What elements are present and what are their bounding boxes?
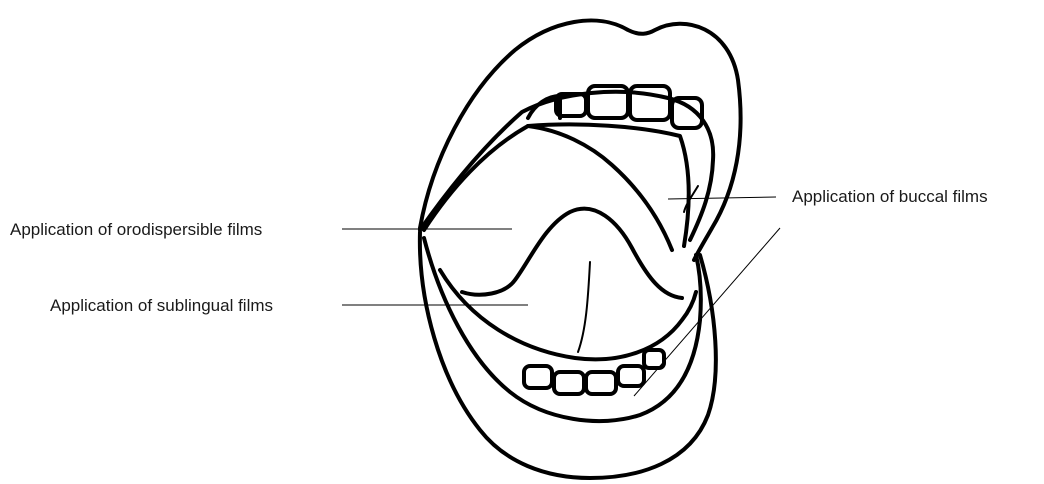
label-orodispersible-films: Application of orodispersible films xyxy=(10,220,262,240)
leader-buccal-diagonal xyxy=(634,228,780,396)
label-buccal-films: Application of buccal films xyxy=(792,187,988,207)
upper-lip xyxy=(420,20,741,260)
label-sublingual-films: Application of sublingual films xyxy=(50,296,273,316)
leader-buccal xyxy=(668,197,776,199)
tongue xyxy=(462,209,682,298)
tongue-groove xyxy=(578,262,590,352)
lower-teeth xyxy=(524,350,664,394)
